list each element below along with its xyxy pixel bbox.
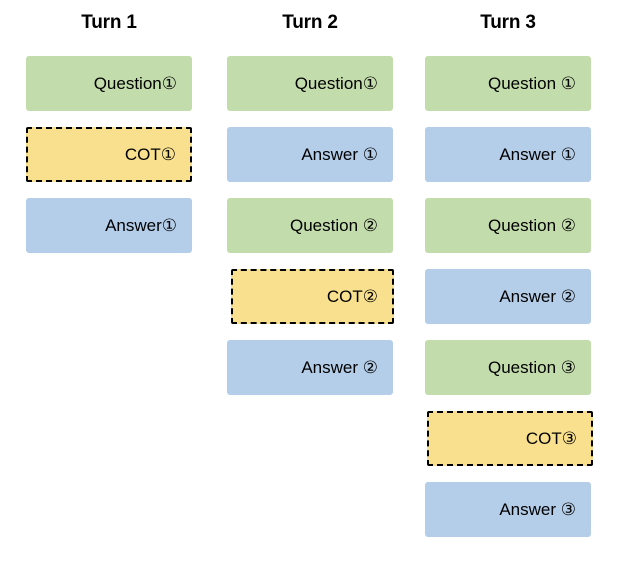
block-stack-turn-3: Question ① Answer ① Question ② Answer ② …	[425, 56, 593, 553]
block-label: Question ②	[289, 215, 378, 235]
block-label: Question①	[93, 73, 177, 93]
block-answer: Answer ②	[227, 340, 393, 395]
block-label: Question ①	[487, 73, 576, 93]
block-cot: COT③	[427, 411, 593, 466]
block-cot: COT①	[26, 127, 192, 182]
block-stack-turn-2: Question① Answer ① Question ② COT② Answe…	[227, 56, 394, 411]
block-question: Question①	[26, 56, 192, 111]
block-label: Question①	[294, 73, 378, 93]
column-header-turn-3: Turn 3	[480, 12, 536, 33]
block-question: Question①	[227, 56, 393, 111]
column-header-turn-2: Turn 2	[282, 12, 338, 33]
block-question: Question ②	[425, 198, 591, 253]
block-answer: Answer①	[26, 198, 192, 253]
block-question: Question ③	[425, 340, 591, 395]
column-header-turn-1: Turn 1	[81, 12, 137, 33]
block-answer: Answer ②	[425, 269, 591, 324]
block-label: Answer ②	[301, 357, 378, 377]
block-label: Answer ③	[499, 499, 576, 519]
block-answer: Answer ①	[425, 127, 591, 182]
block-label: Answer ①	[301, 144, 378, 164]
block-question: Question ①	[425, 56, 591, 111]
block-label: COT①	[124, 144, 176, 164]
block-question: Question ②	[227, 198, 393, 253]
block-label: Answer①	[105, 215, 177, 235]
block-label: Answer ②	[499, 286, 576, 306]
block-label: Question ②	[487, 215, 576, 235]
block-label: Question ③	[487, 357, 576, 377]
block-label: COT③	[525, 428, 577, 448]
block-cot: COT②	[231, 269, 394, 324]
block-answer: Answer ③	[425, 482, 591, 537]
block-answer: Answer ①	[227, 127, 393, 182]
block-stack-turn-1: Question① COT① Answer①	[26, 56, 192, 269]
block-label: Answer ①	[499, 144, 576, 164]
block-label: COT②	[326, 286, 378, 306]
